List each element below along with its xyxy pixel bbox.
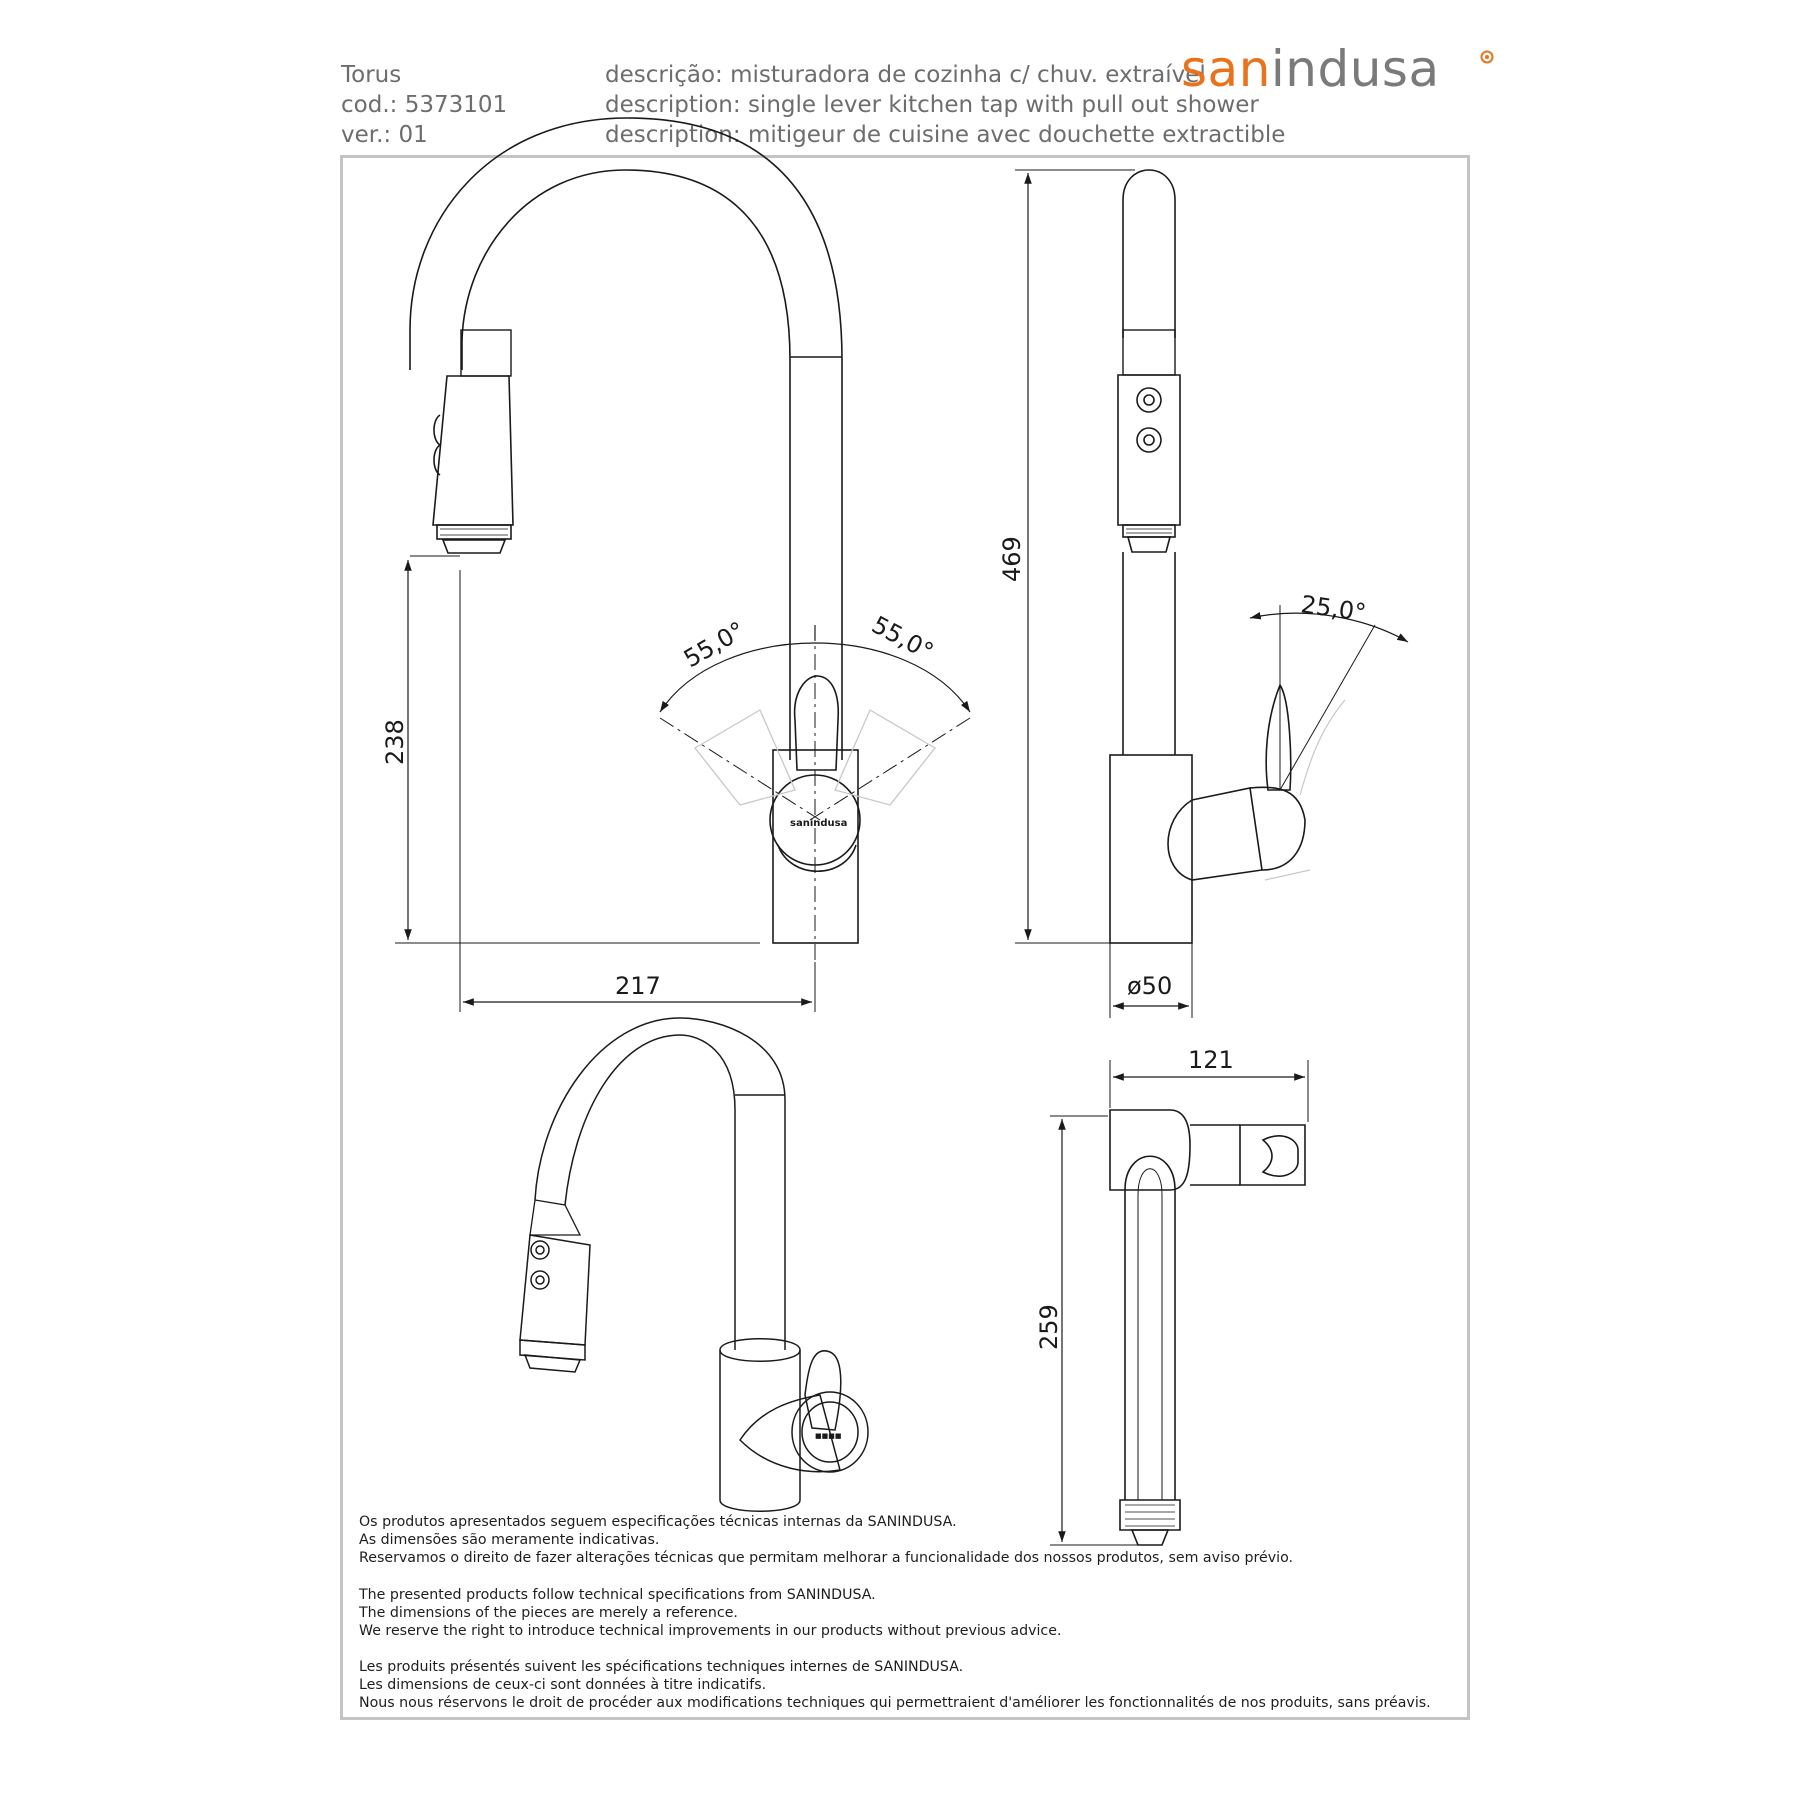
- notes-pt: Os produtos apresentados seguem especifi…: [359, 1513, 1293, 1567]
- logo-part-san: san: [1181, 40, 1271, 98]
- notes-en: The presented products follow technical …: [359, 1586, 1061, 1640]
- note-line: Os produtos apresentados seguem especifi…: [359, 1514, 957, 1530]
- logo-mark-icon: [1480, 50, 1494, 64]
- note-line: Nous nous réservons le droit de procéder…: [359, 1695, 1431, 1711]
- sanindusa-logo: sanindusa: [1181, 44, 1440, 94]
- note-line: Les dimensions de ceux-ci sont données à…: [359, 1677, 767, 1693]
- perspective-view: ■■■■: [519, 1017, 869, 1512]
- description-pt: descrição: misturadora de cozinha c/ chu…: [605, 62, 1206, 88]
- body-diameter-label: ø50: [1127, 972, 1172, 1000]
- product-name: Torus: [341, 62, 402, 88]
- front-view: [395, 117, 971, 1012]
- note-line: The presented products follow technical …: [359, 1587, 876, 1603]
- reach-label: 217: [615, 972, 661, 1000]
- note-line: Reservamos o direito de fazer alterações…: [359, 1550, 1294, 1566]
- note-line: The dimensions of the pieces are merely …: [359, 1605, 738, 1621]
- note-line: As dimensões são meramente indicativas.: [359, 1532, 660, 1548]
- logo-part-indusa: indusa: [1270, 40, 1440, 98]
- front-body-logo-mark: sanindusa: [790, 818, 847, 829]
- front-angle-right-label: 55,0°: [867, 611, 938, 666]
- length-label: 259: [1035, 1304, 1063, 1350]
- top-view: [1050, 1060, 1309, 1546]
- depth-label: 121: [1188, 1046, 1234, 1074]
- product-version: ver.: 01: [341, 122, 428, 148]
- total-height-label: 469: [998, 536, 1026, 582]
- note-line: We reserve the right to introduce techni…: [359, 1623, 1062, 1639]
- perspective-body-mark: ■■■■: [815, 1432, 841, 1440]
- spout-height-label: 238: [381, 719, 409, 765]
- notes-fr: Les produits présentés suivent les spéci…: [359, 1658, 1431, 1712]
- side-view: [1015, 169, 1409, 1018]
- drawing-frame: [340, 155, 1470, 1720]
- note-line: Les produits présentés suivent les spéci…: [359, 1659, 964, 1675]
- description-en: description: single lever kitchen tap wi…: [605, 92, 1259, 118]
- product-code: cod.: 5373101: [341, 92, 508, 118]
- description-fr: description: mitigeur de cuisine avec do…: [605, 122, 1286, 148]
- lever-angle-label: 25,0°: [1299, 590, 1368, 627]
